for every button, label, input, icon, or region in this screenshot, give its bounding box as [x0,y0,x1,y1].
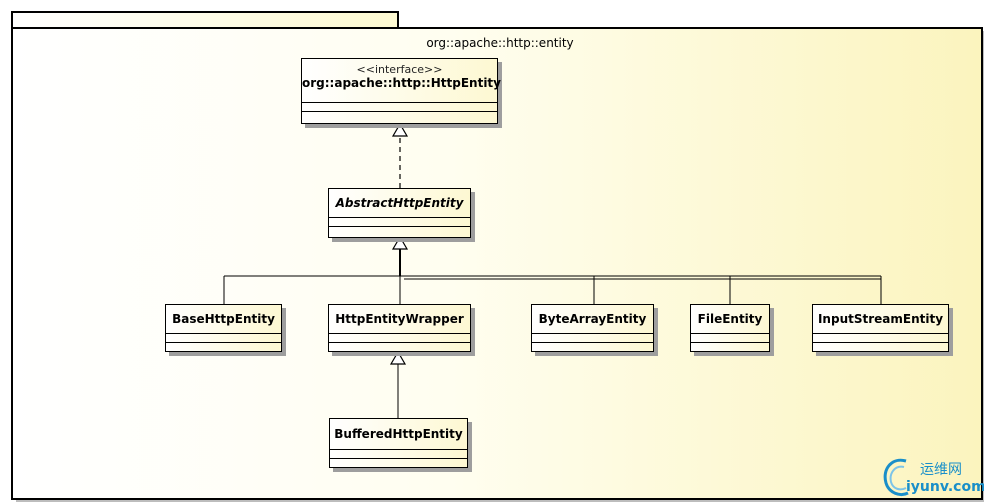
attributes-compartment [329,334,470,343]
class-name: InputStreamEntity [813,305,948,334]
package-name: org::apache::http::entity [426,36,574,50]
attributes-compartment [813,334,948,343]
operations-compartment [532,343,653,351]
class-httpentity-interface: <<interface>> org::apache::http::HttpEnt… [301,58,501,124]
class-bufferedhttpentity: BufferedHttpEntity [329,418,468,468]
package-shadow [16,498,984,502]
operations-compartment [330,459,467,467]
class-header: <<interface>> org::apache::http::HttpEnt… [302,59,501,103]
attributes-compartment [329,218,470,227]
watermark: 运维网 iyunv.com [880,455,984,501]
class-inputstreamentity: InputStreamEntity [812,304,949,352]
class-name: AbstractHttpEntity [329,189,470,218]
attributes-compartment [302,103,497,112]
watermark-text-domain: iyunv.com [906,479,984,495]
operations-compartment [691,343,769,351]
class-httpentitywrapper: HttpEntityWrapper [328,304,471,352]
watermark-text-cn: 运维网 [920,462,962,478]
operations-compartment [166,343,281,351]
class-name: HttpEntityWrapper [329,305,470,334]
class-basehttpentity: BaseHttpEntity [165,304,282,352]
operations-compartment [329,343,470,351]
package-tab [11,11,399,27]
class-bytearrayentity: ByteArrayEntity [531,304,654,352]
operations-compartment [813,343,948,351]
class-name: BufferedHttpEntity [330,419,467,450]
interface-name: org::apache::http::HttpEntity [302,76,501,90]
attributes-compartment [166,334,281,343]
realization-arrowhead [391,122,409,137]
operations-compartment [302,112,497,120]
attributes-compartment [691,334,769,343]
class-name: BaseHttpEntity [166,305,281,334]
generalization-buffered-arrowhead [389,350,407,365]
operations-compartment [329,227,470,235]
class-name: ByteArrayEntity [532,305,653,334]
generalization-arrowhead [391,235,409,250]
attributes-compartment [532,334,653,343]
class-fileentity: FileEntity [690,304,770,352]
class-name: FileEntity [691,305,769,334]
class-abstracthttpentity: AbstractHttpEntity [328,188,471,238]
watermark-logo-icon [883,458,909,497]
interface-stereotype: <<interface>> [356,63,443,76]
attributes-compartment [330,450,467,459]
